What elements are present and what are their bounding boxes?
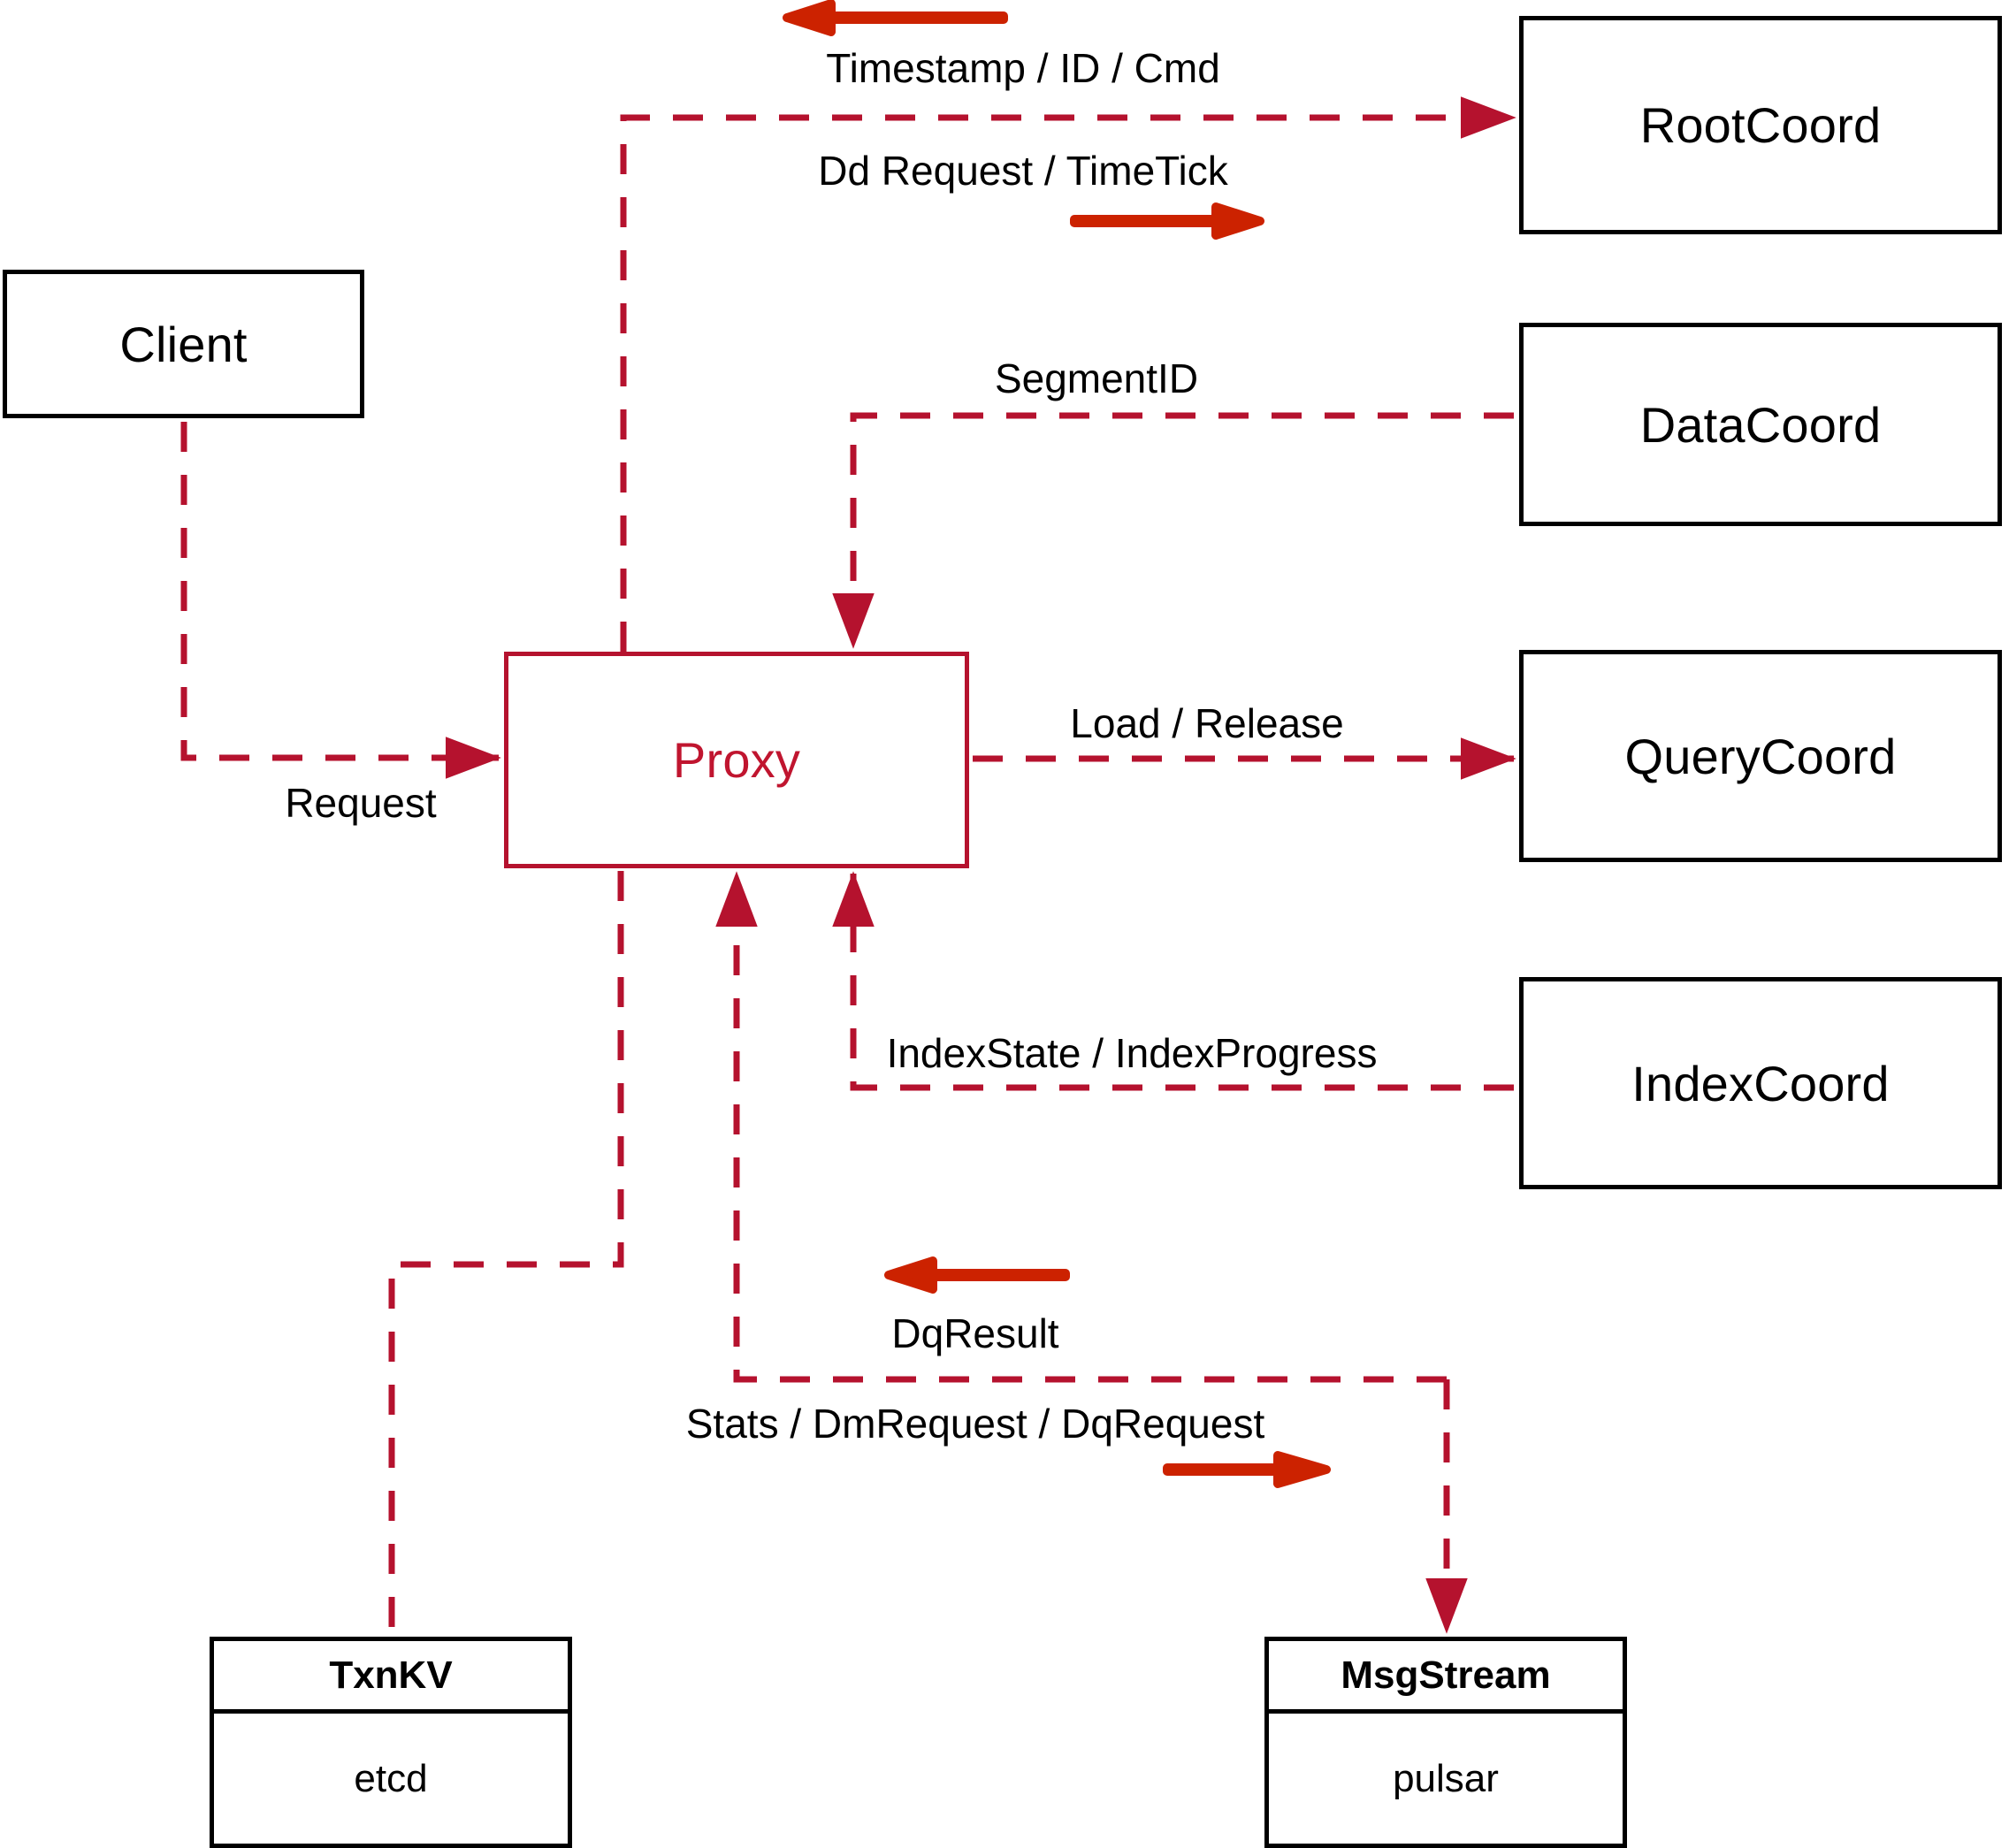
edge-label-indexstate-indexprogress: IndexState / IndexProgress <box>886 1030 1378 1076</box>
node-txnkv-body: etcd <box>214 1714 568 1844</box>
node-msgstream-header: MsgStream <box>1269 1641 1623 1714</box>
edge-label-stats-dmrequest-dqrequest: Stats / DmRequest / DqRequest <box>685 1401 1265 1447</box>
node-proxy[interactable]: Proxy <box>504 652 969 868</box>
edge-label-load-release: Load / Release <box>1070 700 1344 746</box>
wire-proxy-to-rootcoord <box>620 96 1516 652</box>
node-txnkv-header: TxnKV <box>214 1641 568 1714</box>
node-txnkv[interactable]: TxnKV etcd <box>210 1637 572 1848</box>
node-msgstream-impl: pulsar <box>1393 1756 1499 1800</box>
edge-label-dqresult: DqResult <box>891 1310 1059 1356</box>
node-rootcoord-label: RootCoord <box>1639 97 1882 153</box>
edge-label-segmentid: SegmentID <box>994 355 1199 401</box>
direction-arrow-ddrequest-right <box>1070 202 1264 240</box>
node-txnkv-label: TxnKV <box>329 1653 453 1697</box>
edge-label-dd-request-timetick: Dd Request / TimeTick <box>818 148 1228 194</box>
node-client[interactable]: Client <box>3 270 364 418</box>
direction-arrow-dqrequest-right <box>1163 1451 1331 1488</box>
wire-client-to-proxy <box>180 422 501 779</box>
wire-proxy-to-txnkv <box>388 871 624 1637</box>
node-indexcoord-label: IndexCoord <box>1631 1055 1890 1111</box>
node-proxy-label: Proxy <box>672 732 801 788</box>
node-msgstream[interactable]: MsgStream pulsar <box>1264 1637 1627 1848</box>
node-msgstream-body: pulsar <box>1269 1714 1623 1844</box>
wire-msgstream-to-proxy <box>715 871 1447 1383</box>
edge-label-timestamp-id-cmd: Timestamp / ID / Cmd <box>826 45 1220 91</box>
wire-indexcoord-to-proxy <box>832 871 1514 1091</box>
node-querycoord[interactable]: QueryCoord <box>1519 650 2002 862</box>
node-client-label: Client <box>119 316 248 372</box>
node-txnkv-impl: etcd <box>354 1756 428 1800</box>
wire-datacoord-to-proxy <box>832 412 1514 649</box>
direction-arrow-timestamp-left <box>783 0 1008 36</box>
node-datacoord[interactable]: DataCoord <box>1519 323 2002 526</box>
node-querycoord-label: QueryCoord <box>1624 728 1897 784</box>
node-rootcoord[interactable]: RootCoord <box>1519 16 2002 234</box>
node-datacoord-label: DataCoord <box>1639 396 1882 453</box>
node-msgstream-label: MsgStream <box>1341 1653 1551 1697</box>
direction-arrow-dqresult-left <box>884 1256 1070 1294</box>
edge-label-request: Request <box>285 780 437 826</box>
node-indexcoord[interactable]: IndexCoord <box>1519 977 2002 1189</box>
